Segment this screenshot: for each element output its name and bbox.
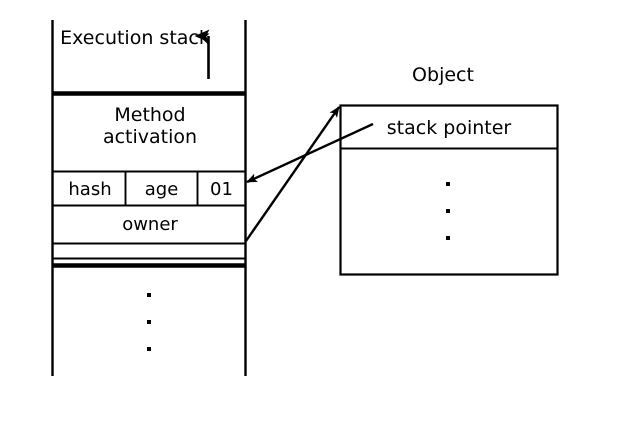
execution-stack-heading: Execution stack (60, 27, 210, 49)
owner-to-object-arrow (245, 106, 340, 242)
stack-field-age: age (144, 179, 179, 200)
execution-stack-outline (51, 20, 247, 376)
object-field-stack-pointer: stack pointer (386, 117, 512, 139)
stack-field-owner: owner (122, 214, 178, 235)
execution-stack-ellipsis-icon (147, 293, 151, 351)
object-box-outline (339, 104, 559, 276)
method-activation-label: Method activation (102, 104, 198, 149)
stack-field-hash: hash (68, 179, 112, 200)
stack-field-flag: 01 (210, 179, 233, 200)
object-to-flag-arrow (246, 122, 374, 184)
object-heading: Object (412, 64, 474, 86)
execution-stack-dividers (52, 91, 246, 268)
object-ellipsis-icon (446, 182, 450, 240)
